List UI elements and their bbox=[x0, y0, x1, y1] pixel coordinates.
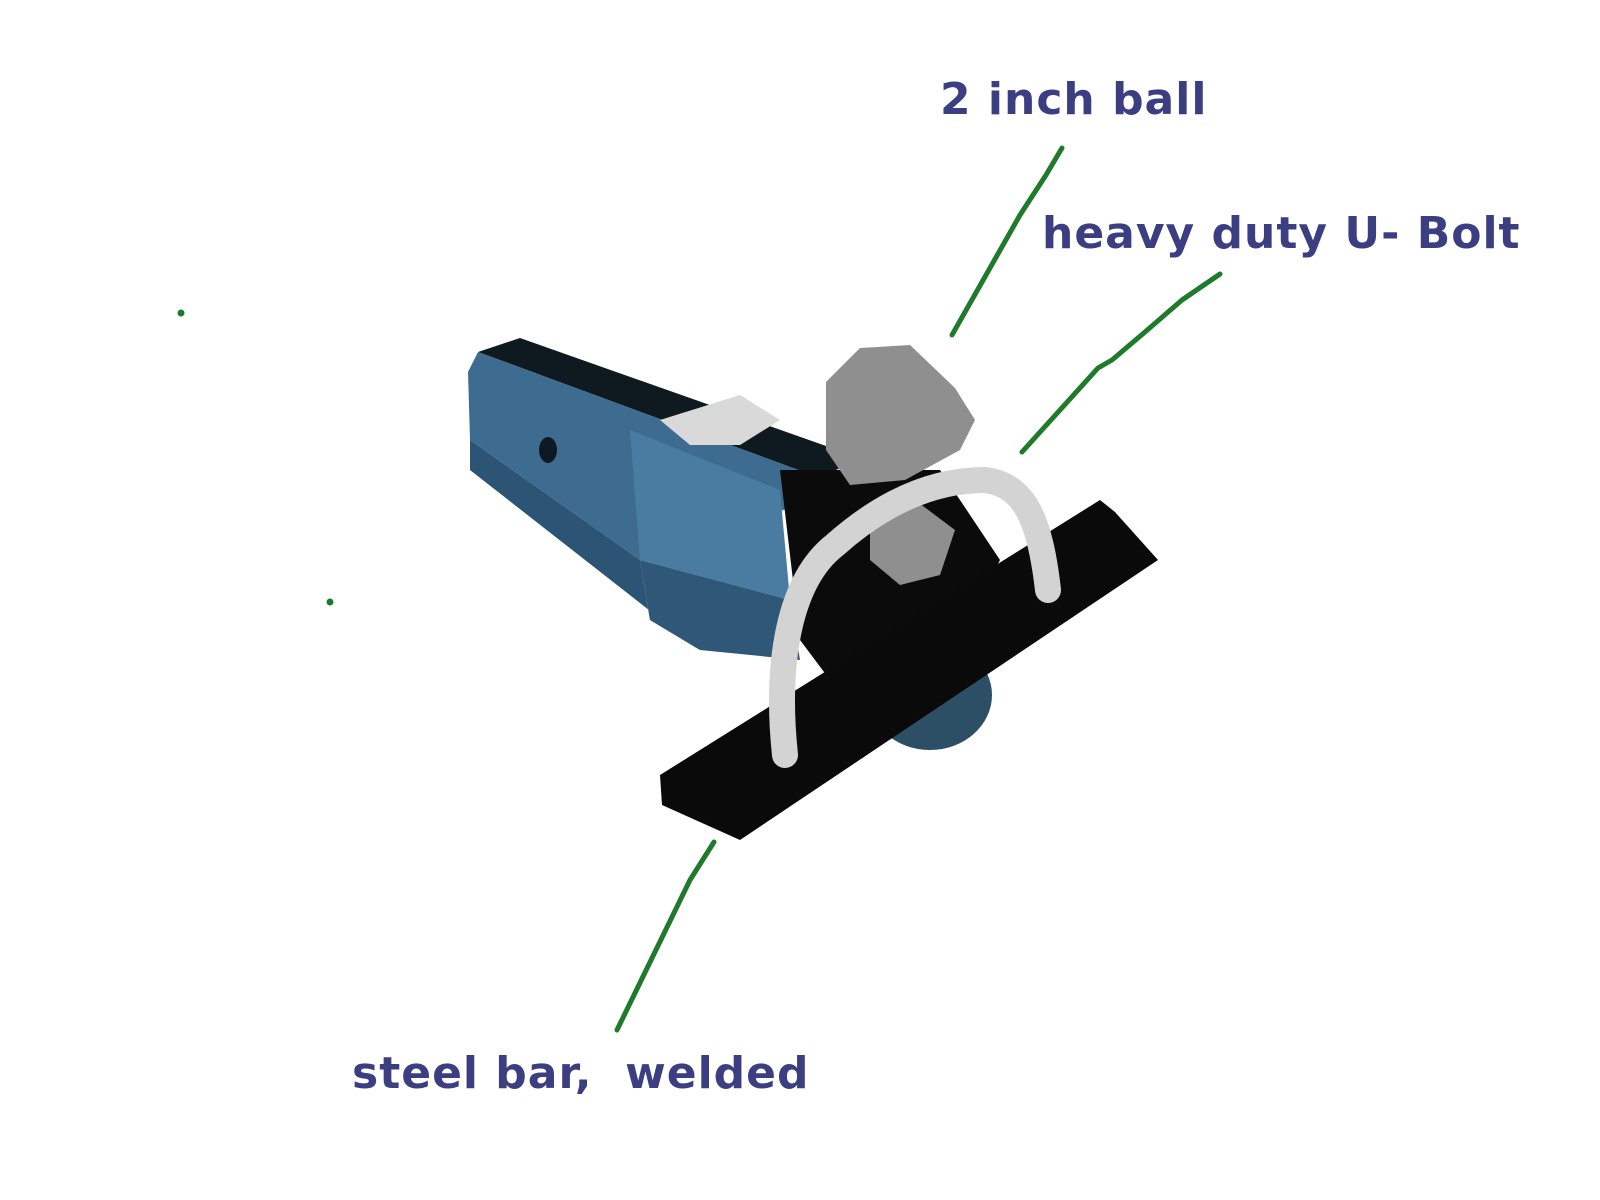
ball-shape bbox=[826, 345, 975, 585]
leader-line-ball bbox=[949, 145, 1065, 338]
u-bolt-shape bbox=[769, 467, 1061, 768]
callout-steel-bar-welded: steel bar, welded bbox=[352, 1048, 810, 1099]
callout-2-inch-ball: 2 inch ball bbox=[940, 74, 1208, 125]
leader-lines bbox=[614, 145, 1223, 1033]
speck-dot bbox=[177, 309, 185, 317]
receiver-tube bbox=[468, 338, 860, 660]
leader-line-steel-bar bbox=[614, 839, 717, 1033]
leader-line-u-bolt bbox=[1019, 271, 1223, 455]
callout-heavy-duty-u-bolt: heavy duty U- Bolt bbox=[1042, 208, 1521, 259]
speck-dot bbox=[326, 598, 334, 606]
